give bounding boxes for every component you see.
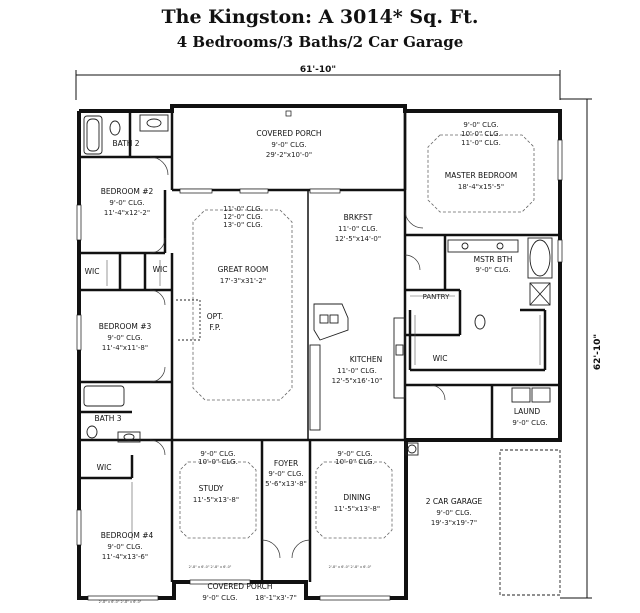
- study-name: STUDY: [199, 484, 224, 493]
- dining-clg2: 10'-0" CLG.: [335, 458, 375, 466]
- dining-size: 11'-5"x13'-8": [334, 505, 380, 513]
- brkfst-name: BRKFST: [344, 213, 373, 222]
- plan-title: The Kingston: A 3014* Sq. Ft.: [161, 6, 479, 28]
- covered-porch-rear-clg: 9'-0" CLG.: [271, 141, 306, 149]
- covered-porch-front-clg: 9'-0" CLG.: [202, 594, 237, 602]
- opt-fp-line1: OPT.: [207, 312, 224, 321]
- wic-bed4-name: WIC: [97, 463, 112, 472]
- windows: [76, 139, 563, 601]
- width-dimension: [75, 70, 561, 100]
- covered-porch-rear-name: COVERED PORCH: [256, 129, 321, 138]
- great-room-size: 17'-3"x31'-2": [220, 277, 266, 285]
- bedroom3-name: BEDROOM #3: [99, 322, 152, 331]
- covered-porch-rear-size: 29'-2"x10'-0": [266, 151, 312, 159]
- plan-subtitle: 4 Bedrooms/3 Baths/2 Car Garage: [176, 33, 464, 51]
- laund-clg: 9'-0" CLG.: [512, 419, 547, 427]
- mstr-bth-name: MSTR BTH: [474, 255, 513, 264]
- kitchen-size: 12'-5"x16'-10": [332, 377, 383, 385]
- bath2-name: BATH 2: [112, 139, 139, 148]
- dining-clg1: 9'-0" CLG.: [337, 450, 372, 458]
- kitchen-clg: 11'-0" CLG.: [337, 367, 377, 375]
- depth-dimension-label: 62'-10": [593, 334, 603, 370]
- closet-shelves: [106, 260, 541, 540]
- vent-marker: [285, 110, 292, 117]
- garage-clg: 9'-0" CLG.: [436, 509, 471, 517]
- svg-text:2'-8" x 6'-0" 2'-8" x 6'-0": 2'-8" x 6'-0" 2'-8" x 6'-0": [329, 565, 372, 569]
- brkfst-size: 12'-5"x14'-0": [335, 235, 381, 243]
- bedroom4-size: 11'-4"x13'-6": [102, 553, 148, 561]
- bedroom3-clg: 9'-0" CLG.: [107, 334, 142, 342]
- foyer-name: FOYER: [274, 459, 298, 468]
- master-clg1: 9'-0" CLG.: [463, 121, 498, 129]
- covered-porch-front-size: 18'-1"x3'-7": [255, 594, 297, 602]
- doors: [149, 156, 446, 559]
- brkfst-clg: 11'-0" CLG.: [338, 225, 378, 233]
- bedroom4-name: BEDROOM #4: [101, 531, 154, 540]
- master-name: MASTER BEDROOM: [445, 171, 517, 180]
- great-room-clg1: 11'-0" CLG.: [223, 205, 263, 213]
- bedroom2-size: 11'-4"x12'-2": [104, 209, 150, 217]
- svg-text:2'-8" x 6'-0" 2'-8" x 6'-0": 2'-8" x 6'-0" 2'-8" x 6'-0": [189, 565, 232, 569]
- opt-fp-line2: F.P.: [209, 323, 220, 332]
- study-clg1: 9'-0" CLG.: [200, 450, 235, 458]
- mstr-bth-clg: 9'-0" CLG.: [475, 266, 510, 274]
- fixtures: [83, 114, 561, 596]
- svg-text:2'-8" x 6'-0" 2'-8" x 6'-0": 2'-8" x 6'-0" 2'-8" x 6'-0": [99, 600, 142, 604]
- great-room-clg3: 13'-0" CLG.: [223, 221, 263, 229]
- window-notes: 2'-8" x 6'-0" 2'-8" x 6'-0" 2'-8" x 6'-0…: [99, 565, 372, 604]
- interior-walls: [79, 111, 560, 582]
- master-clg2: 10'-0" CLG.: [461, 130, 501, 138]
- garage-name: 2 CAR GARAGE: [426, 497, 483, 506]
- study-clg2: 10'-0" CLG.: [198, 458, 238, 466]
- kitchen-name: KITCHEN: [350, 355, 383, 364]
- covered-porch-front-name: COVERED PORCH: [207, 582, 272, 591]
- bedroom2-clg: 9'-0" CLG.: [109, 199, 144, 207]
- bath3-name: BATH 3: [94, 414, 121, 423]
- width-dimension-label: 61'-10": [300, 65, 336, 75]
- study-size: 11'-5"x13'-8": [193, 496, 239, 504]
- ceiling-outlines: [179, 134, 535, 539]
- foyer-clg: 9'-0" CLG.: [268, 470, 303, 478]
- garage-size: 19'-3"x19'-7": [431, 519, 477, 527]
- wic-master-name: WIC: [433, 354, 448, 363]
- bedroom4-clg: 9'-0" CLG.: [107, 543, 142, 551]
- master-clg3: 11'-0" CLG.: [461, 139, 501, 147]
- dining-name: DINING: [343, 493, 370, 502]
- depth-dimension: [560, 98, 592, 599]
- laund-name: LAUND: [514, 407, 541, 416]
- bedroom2-name: BEDROOM #2: [101, 187, 154, 196]
- foyer-size: 5'-6"x13'-8": [265, 480, 307, 488]
- great-room-clg2: 12'-0" CLG.: [223, 213, 263, 221]
- master-size: 18'-4"x15'-5": [458, 183, 504, 191]
- bedroom3-size: 11'-4"x11'-8": [102, 344, 148, 352]
- pantry-name: PANTRY: [423, 293, 450, 301]
- wic-left-name: WIC: [85, 267, 100, 276]
- great-room-name: GREAT ROOM: [218, 265, 269, 274]
- wic-right-name: WIC: [153, 265, 168, 274]
